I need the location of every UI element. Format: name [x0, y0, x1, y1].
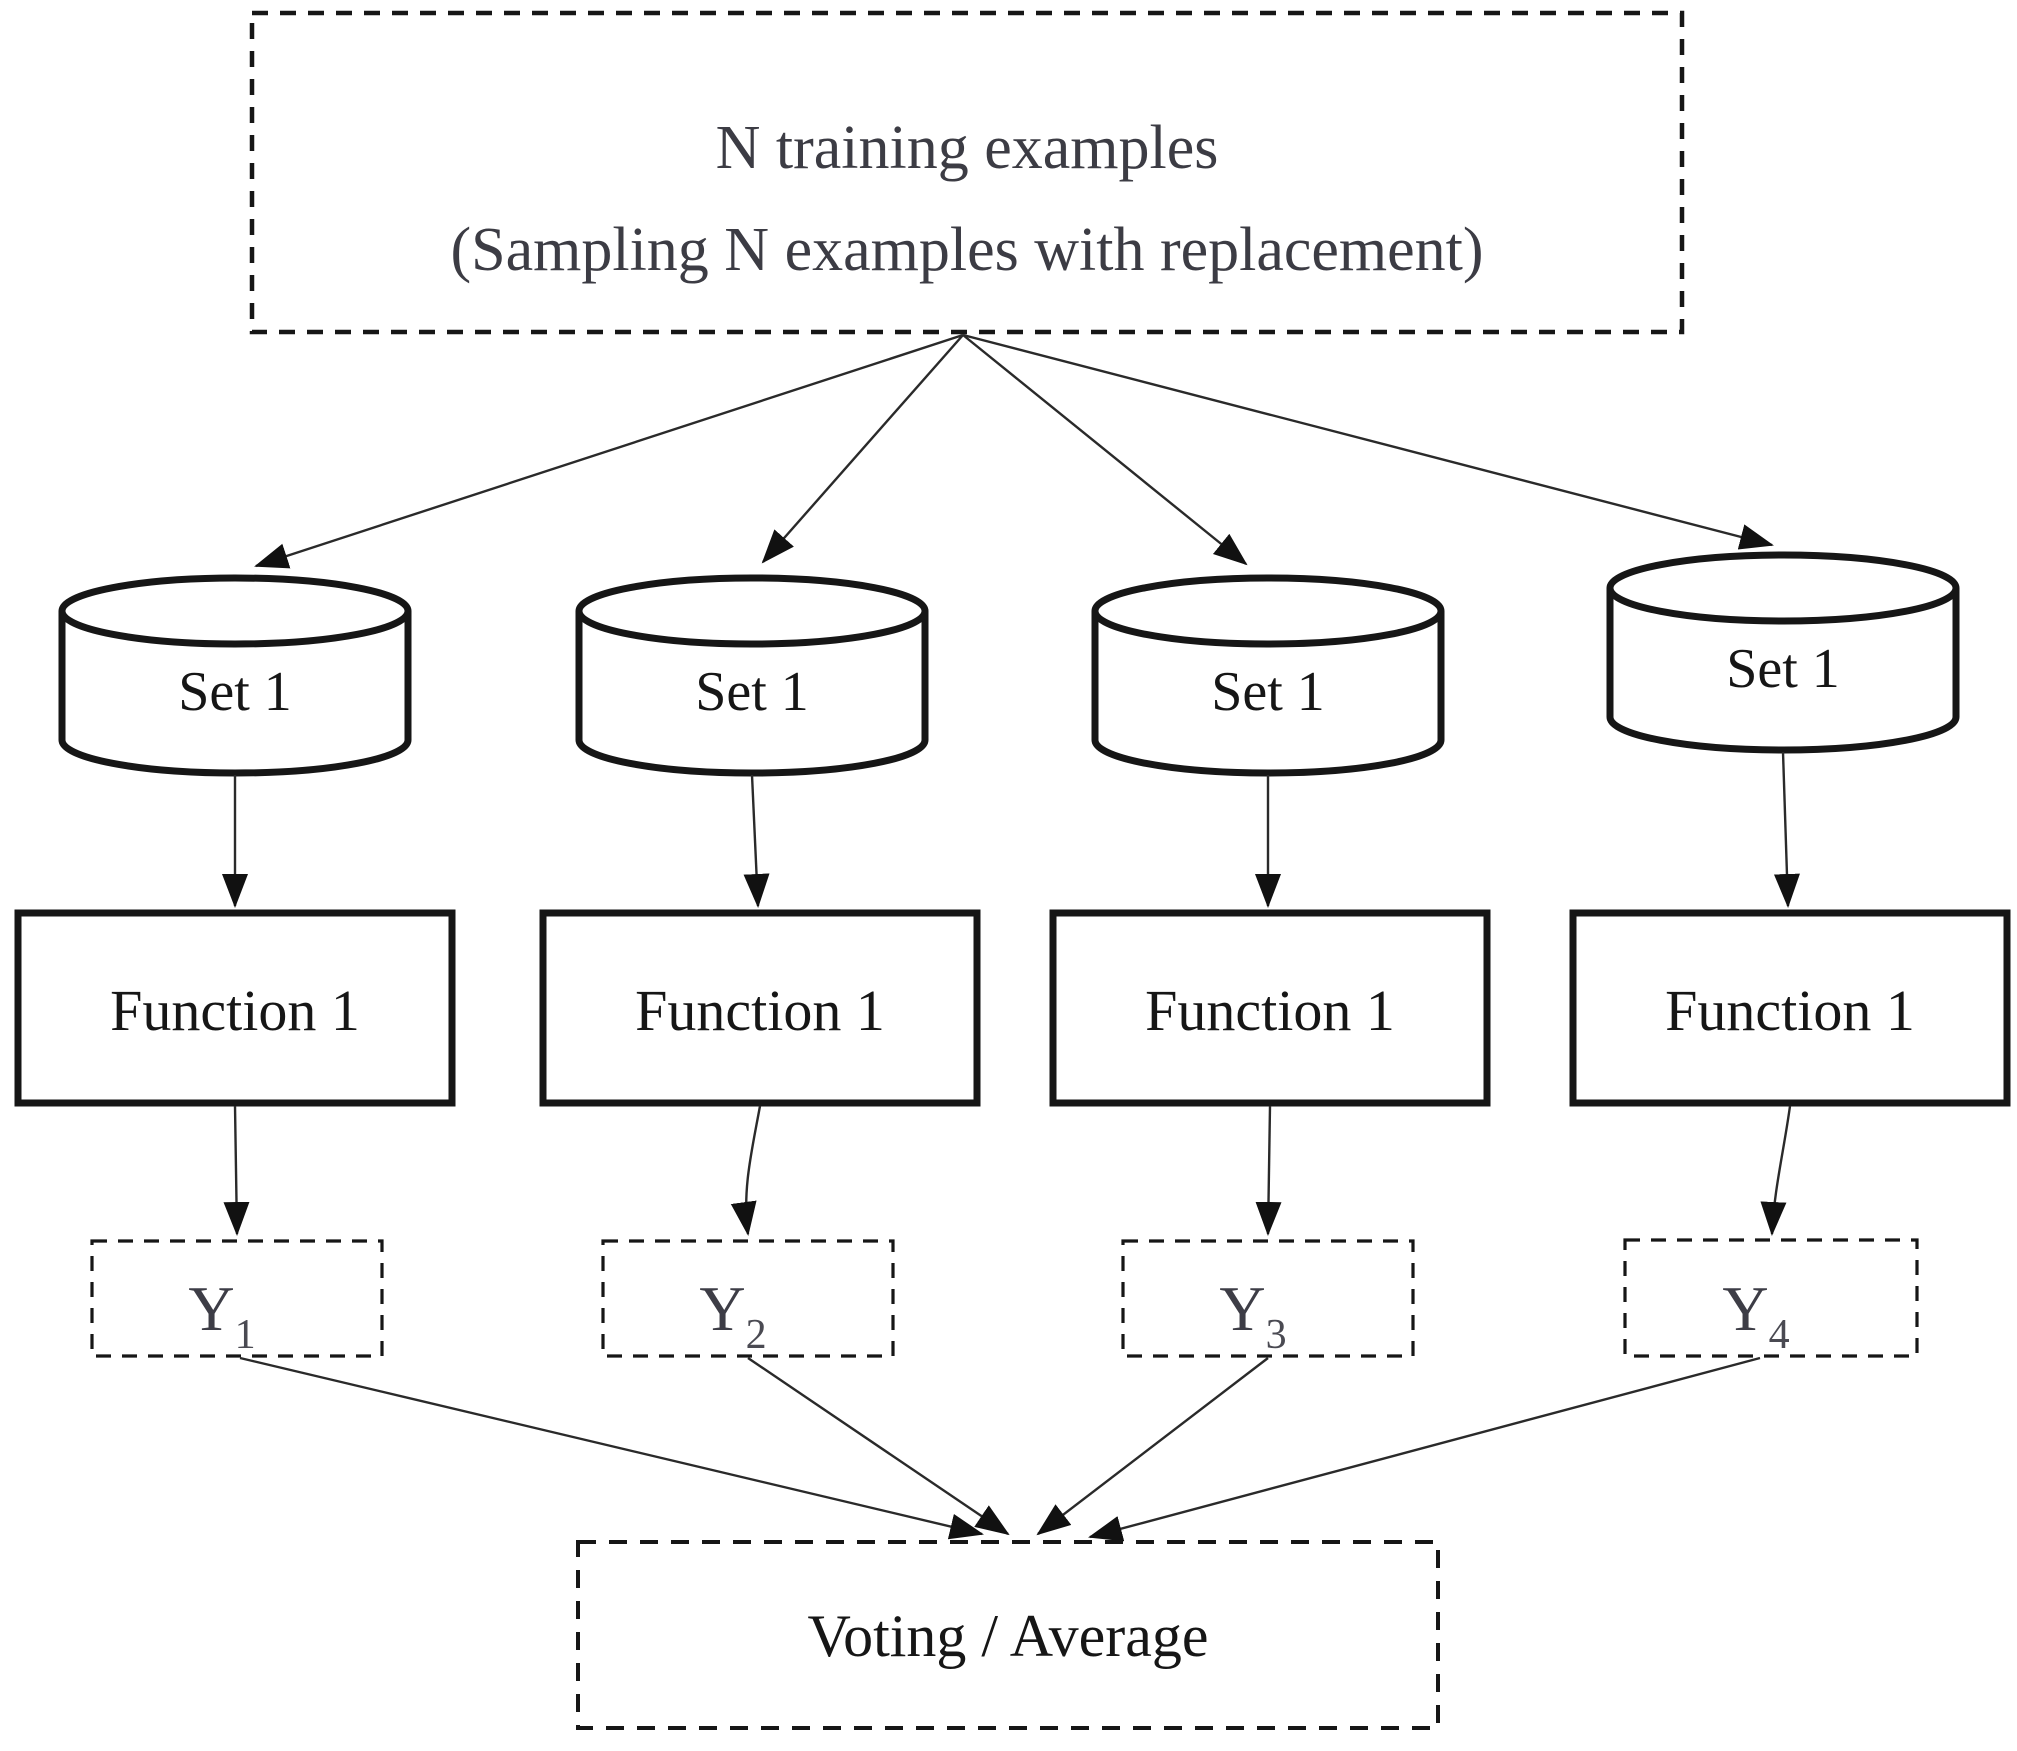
- arrow-set4-to-function4: [1773, 751, 1800, 908]
- function-box-4: Function 1: [1569, 909, 2011, 1107]
- set-cylinder-2-top: [575, 574, 929, 648]
- function-box-2-border: [539, 909, 981, 1107]
- output-box-y3: Y3: [1121, 1239, 1415, 1358]
- arrow-y1-to-voting: [239, 1356, 984, 1540]
- function-2-label: Function 1: [635, 978, 885, 1043]
- function-box-1: Function 1: [14, 909, 456, 1107]
- set-to-function-arrows: [222, 751, 1800, 908]
- voting-box: Voting / Average: [576, 1540, 1440, 1730]
- output-box-y3-border: [1121, 1239, 1415, 1358]
- training-examples-border: [249, 10, 1685, 335]
- function-box-2: Function 1: [539, 909, 981, 1107]
- output-box-y1: Y1: [90, 1239, 384, 1358]
- set-cylinder-4-body: [1606, 588, 1960, 754]
- arrow-function1-to-y1: [223, 1105, 250, 1236]
- set-cylinder-2-body: [575, 611, 929, 777]
- function-box-3: Function 1: [1049, 909, 1491, 1107]
- training-examples-line2: (Sampling N examples with replacement): [450, 216, 1483, 284]
- set-3-label: Set 1: [1211, 661, 1325, 723]
- set-cylinder-3: Set 1: [1091, 574, 1445, 777]
- output-box-y2: Y2: [601, 1239, 895, 1358]
- arrow-training-to-set3: [962, 334, 1248, 566]
- set-cylinder-4-top: [1606, 551, 1960, 625]
- set-4-label: Set 1: [1726, 638, 1840, 700]
- output-box-y4: Y4: [1623, 1238, 1919, 1358]
- arrow-training-to-set4: [962, 333, 1774, 550]
- output-box-y2-border: [601, 1239, 895, 1358]
- arrow-function2-to-y2: [730, 1105, 762, 1236]
- arrow-y4-to-voting: [1088, 1356, 1761, 1542]
- function-4-label: Function 1: [1665, 978, 1915, 1043]
- y2-label: Y2: [699, 1273, 766, 1358]
- function-1-label: Function 1: [110, 978, 360, 1043]
- set-2-label: Set 1: [695, 661, 809, 723]
- set-cylinder-3-body: [1091, 611, 1445, 777]
- arrow-function3-to-y3: [1255, 1105, 1282, 1236]
- set-1-label: Set 1: [178, 661, 292, 723]
- y3-label: Y3: [1219, 1273, 1286, 1358]
- function-box-1-border: [14, 909, 456, 1107]
- set-cylinder-3-top: [1091, 574, 1445, 648]
- y4-label: Y4: [1722, 1273, 1789, 1358]
- arrow-training-to-set2: [761, 334, 964, 564]
- function-box-4-border: [1569, 909, 2011, 1107]
- set-cylinder-1-body: [58, 611, 412, 777]
- function-3-label: Function 1: [1145, 978, 1395, 1043]
- set-cylinder-1: Set 1: [58, 574, 412, 777]
- arrow-y2-to-voting: [747, 1357, 1010, 1536]
- output-box-y4-border: [1623, 1238, 1919, 1358]
- arrow-training-to-set1: [254, 333, 964, 569]
- arrow-y3-to-voting: [1036, 1357, 1269, 1536]
- y1-label: Y1: [188, 1273, 255, 1358]
- output-box-y1-border: [90, 1239, 384, 1358]
- arrow-set2-to-function2: [743, 774, 770, 908]
- sampling-arrows: [254, 333, 1774, 569]
- training-examples-line1: N training examples: [716, 114, 1219, 182]
- set-cylinder-2: Set 1: [575, 574, 929, 777]
- function-to-output-arrows: [223, 1105, 1792, 1236]
- voting-box-border: [576, 1540, 1440, 1730]
- function-box-3-border: [1049, 909, 1491, 1107]
- output-to-voting-arrows: [239, 1356, 1761, 1542]
- voting-label: Voting / Average: [807, 1603, 1208, 1669]
- set-cylinder-4: Set 1: [1606, 551, 1960, 754]
- arrow-function4-to-y4: [1760, 1105, 1792, 1236]
- set-cylinder-1-top: [58, 574, 412, 648]
- training-examples-box: N training examples (Sampling N examples…: [249, 10, 1685, 335]
